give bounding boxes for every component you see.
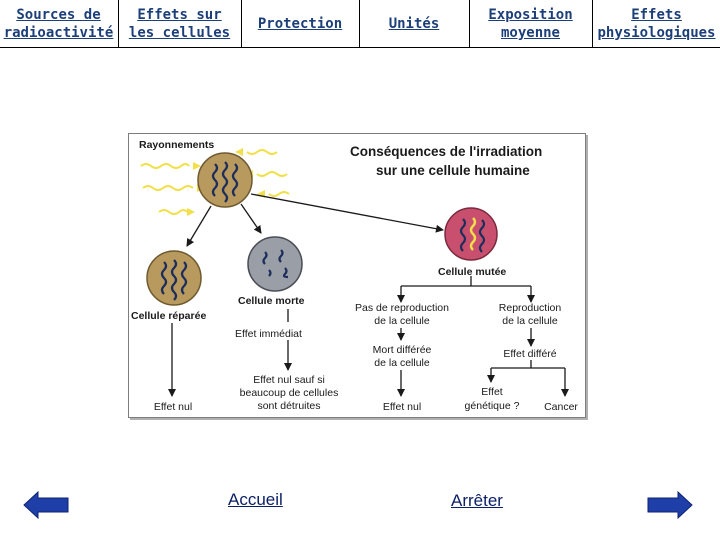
rayonnements-label: Rayonnements <box>139 139 214 151</box>
arreter-link[interactable]: Arrêter <box>451 491 503 510</box>
repaired-cell-icon <box>146 250 202 306</box>
irradiation-diagram: Rayonnements Conséquences de l'irradiati… <box>128 133 586 418</box>
tab-unites[interactable]: Unités <box>360 0 468 47</box>
pas-reproduction-line1: Pas de reproduction <box>355 302 449 314</box>
cellule-mutee-label: Cellule mutée <box>438 266 506 278</box>
next-arrow-icon[interactable] <box>646 490 694 520</box>
accueil-link[interactable]: Accueil <box>228 490 283 509</box>
effet-nul-left-label: Effet nul <box>154 401 192 413</box>
irradiated-cell-icon <box>197 152 253 208</box>
nav-divider <box>592 0 593 48</box>
nav-divider <box>469 0 470 48</box>
mutated-cell-icon <box>444 207 498 261</box>
cancer-label: Cancer <box>544 401 578 413</box>
tab-protection[interactable]: Protection <box>242 0 358 47</box>
effet-nul-sauf-line3: sont détruites <box>257 400 320 412</box>
reproduction-line2: de la cellule <box>502 315 558 327</box>
effet-differe-label: Effet différé <box>503 348 556 360</box>
effet-nul-mid-label: Effet nul <box>383 401 421 413</box>
nav-bottom-rule <box>0 47 720 48</box>
mort-differee-line1: Mort différée <box>373 344 432 356</box>
effet-nul-sauf-line2: beaucoup de cellules <box>240 387 339 399</box>
cellule-morte-label: Cellule morte <box>238 295 305 307</box>
mort-differee-line2: de la cellule <box>374 357 430 369</box>
radiation-rays-icon <box>140 149 290 215</box>
diagram-title-line1: Conséquences de l'irradiation <box>350 144 542 159</box>
pas-reproduction-line2: de la cellule <box>374 315 430 327</box>
tab-label: Protection <box>257 15 343 32</box>
previous-arrow-icon[interactable] <box>22 490 70 520</box>
cellule-reparee-label: Cellule réparée <box>131 310 206 322</box>
reproduction-line1: Reproduction <box>499 302 562 314</box>
diagram-arrows <box>168 193 569 397</box>
effet-immediat-label: Effet immédiat <box>235 328 302 340</box>
effet-nul-sauf-line1: Effet nul sauf si <box>253 374 325 386</box>
nav-divider <box>241 0 242 48</box>
tab-label: Unités <box>388 15 440 32</box>
effet-genetique-line2: génétique ? <box>465 400 520 412</box>
nav-divider <box>359 0 360 48</box>
diagram-canvas: Rayonnements Conséquences de l'irradiati… <box>131 139 578 413</box>
effet-genetique-line1: Effet <box>481 386 502 398</box>
dead-cell-icon <box>247 236 303 292</box>
nav-divider <box>118 0 119 48</box>
diagram-title-line2: sur une cellule humaine <box>376 163 530 178</box>
